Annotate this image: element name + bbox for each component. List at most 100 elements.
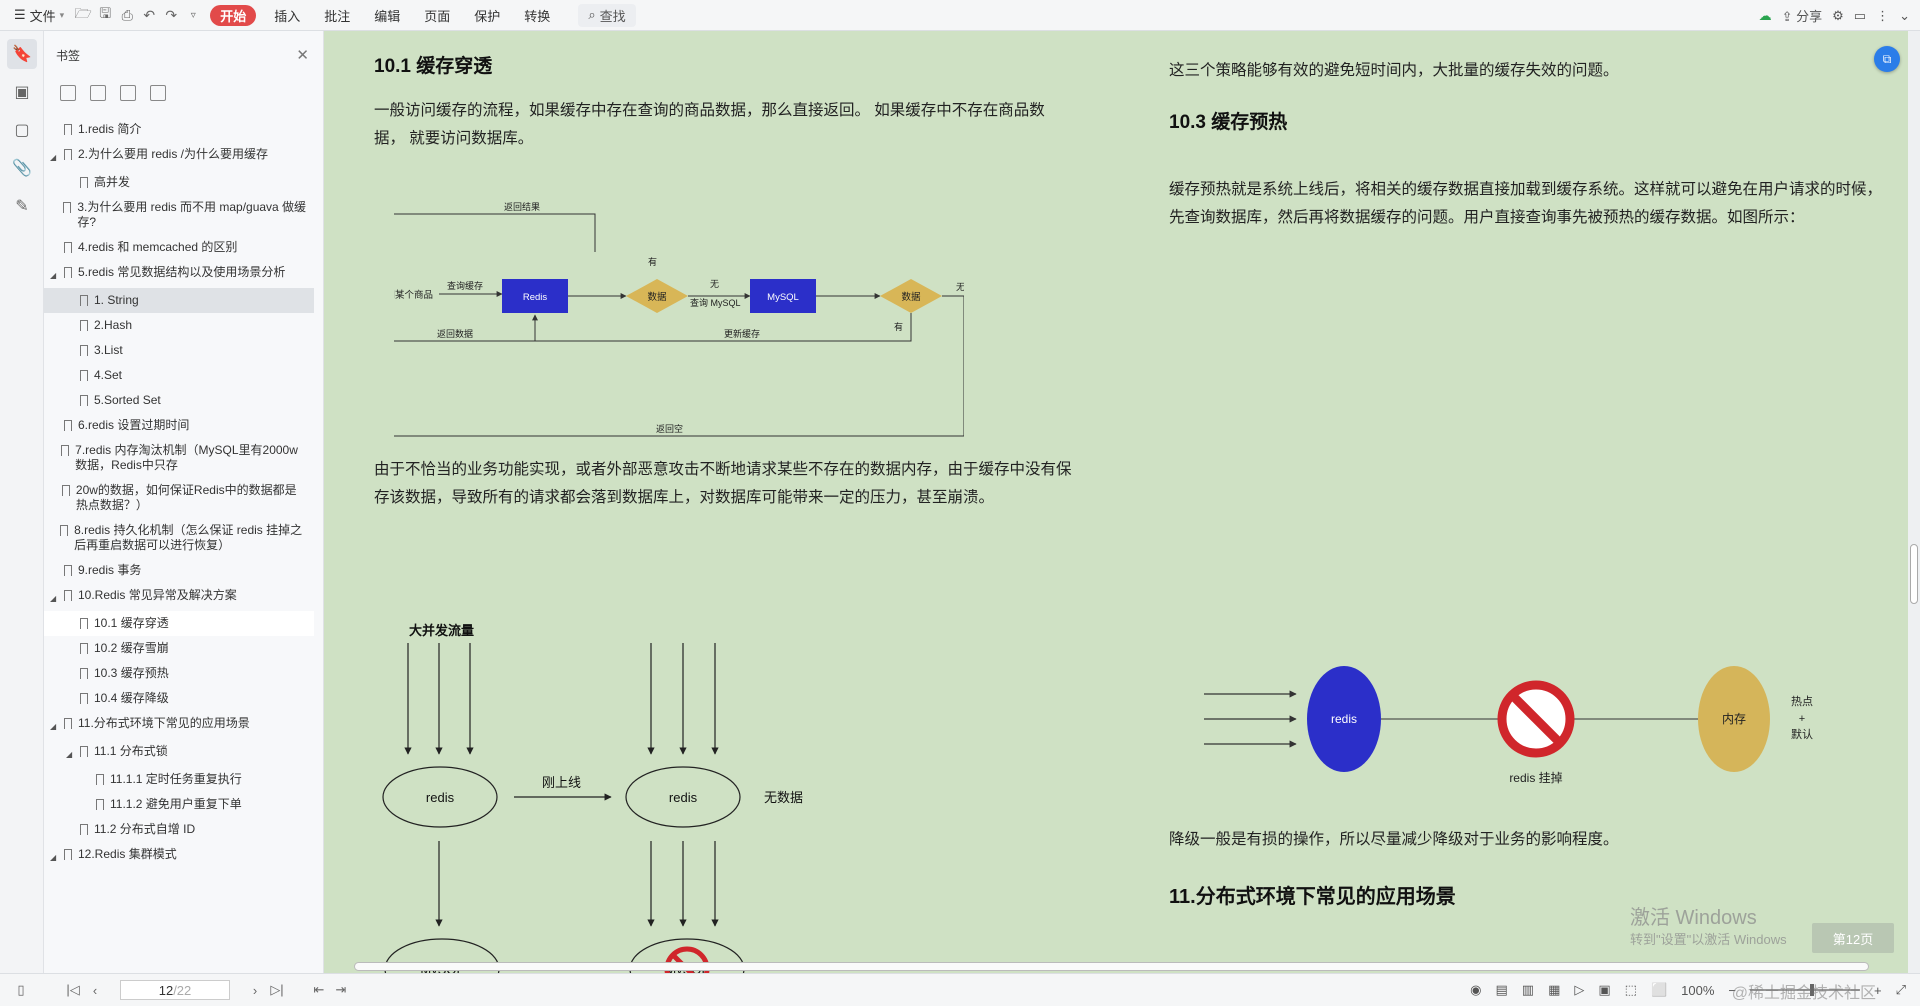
bookmark-item[interactable]: 1.redis 简介	[44, 117, 314, 142]
annotation-icon[interactable]: ▢	[14, 122, 30, 139]
bookmark-item[interactable]: ◢11.分布式环境下常见的应用场景	[44, 711, 314, 739]
back-icon[interactable]: ⇤	[313, 982, 325, 997]
menu-page[interactable]: 页面	[424, 8, 451, 24]
continuous-page-icon[interactable]: ▥	[1521, 982, 1535, 997]
bookmark-panel-icon[interactable]: 🔖	[7, 39, 37, 69]
bookmark-item[interactable]: 10.4 缓存降级	[44, 686, 314, 711]
bookmark-item[interactable]: 11.1.1 定时任务重复执行	[44, 767, 314, 792]
attachment-icon[interactable]: 📎	[12, 160, 32, 177]
bookmark-item[interactable]: 6.redis 设置过期时间	[44, 413, 314, 438]
first-page-icon[interactable]: |◁	[66, 982, 80, 997]
bookmark-item[interactable]: 5.Sorted Set	[44, 388, 314, 413]
toggle-sidebar-icon[interactable]: ▯	[17, 982, 25, 997]
prev-page-icon[interactable]: ‹	[92, 982, 98, 998]
close-icon[interactable]: ✕	[296, 47, 309, 64]
thumbnail-icon[interactable]: ▣	[14, 84, 30, 101]
floating-tool-button[interactable]: ⧉	[1874, 46, 1900, 72]
horizontal-scrollbar-thumb[interactable]	[354, 962, 1869, 971]
bookmark-label: 7.redis 内存淘汰机制（MySQL里有2000w数据，Redis中只存	[75, 443, 298, 472]
open-folder-icon[interactable]: 🗁	[74, 5, 92, 21]
horizontal-scrollbar[interactable]	[332, 960, 1892, 972]
bookmark-item[interactable]: 4.Set	[44, 363, 314, 388]
fullscreen-icon[interactable]: ⤢	[1895, 982, 1906, 997]
expand-arrow-icon[interactable]: ◢	[50, 153, 57, 162]
bookmark-item[interactable]: 10.2 缓存雪崩	[44, 636, 314, 661]
bookmark-item[interactable]: 2.Hash	[44, 313, 314, 338]
bookmark-item[interactable]: 10.3 缓存预热	[44, 661, 314, 686]
bookmark-label: 3.为什么要用 redis 而不用 map/guava 做缓存?	[77, 200, 307, 229]
bookmark-item[interactable]: 高并发	[44, 170, 314, 195]
search-button[interactable]: ⌕ 查找	[578, 3, 636, 27]
bookmark-item[interactable]: 9.redis 事务	[44, 558, 314, 583]
double-page-icon[interactable]: ▦	[1548, 982, 1561, 997]
menu-protect[interactable]: 保护	[474, 8, 501, 24]
collapse-icon[interactable]: ⌄	[1899, 7, 1910, 23]
more-icon[interactable]: ⋮	[1876, 7, 1890, 23]
label-has: 有	[648, 256, 657, 267]
bookmark-label: 10.3 缓存预热	[94, 666, 169, 680]
arrow-update-cache	[532, 313, 912, 342]
add-bookmark-icon[interactable]	[120, 85, 136, 101]
mysql-box	[750, 279, 816, 313]
bookmark-item[interactable]: ◢2.为什么要用 redis /为什么要用缓存	[44, 142, 314, 170]
vertical-scrollbar[interactable]	[1908, 31, 1920, 973]
signature-icon[interactable]: ✎	[15, 198, 29, 215]
bookmark-flag-icon	[80, 370, 88, 381]
eye-protection-icon[interactable]: ◉	[1470, 982, 1482, 997]
collapse-all-icon[interactable]	[90, 85, 106, 101]
page-number-input[interactable]: 12/22	[120, 980, 230, 1000]
expand-arrow-icon[interactable]: ◢	[66, 750, 73, 759]
heading-cache-warmup: 10.3 缓存预热	[1169, 112, 1288, 133]
undo-icon[interactable]: ↶	[143, 6, 156, 23]
print-icon[interactable]: ⎙	[121, 6, 133, 23]
actual-size-icon[interactable]: ▣	[1598, 982, 1611, 997]
redo-icon[interactable]: ↷	[165, 6, 178, 23]
zoom-out-icon[interactable]: −	[1728, 982, 1736, 998]
bookmark-item[interactable]: 7.redis 内存淘汰机制（MySQL里有2000w数据，Redis中只存	[44, 438, 314, 478]
bookmark-item[interactable]: 20w的数据，如何保证Redis中的数据都是热点数据？）	[44, 478, 314, 518]
more-dropdown-icon[interactable]: ▿	[190, 9, 196, 21]
last-page-icon[interactable]: ▷|	[270, 982, 284, 997]
bookmark-item[interactable]: ◢10.Redis 常见异常及解决方案	[44, 583, 314, 611]
settings-icon[interactable]: ⚙	[1832, 7, 1844, 23]
menu-edit[interactable]: 编辑	[374, 8, 401, 24]
vertical-scrollbar-thumb[interactable]	[1910, 544, 1918, 604]
file-menu[interactable]: ☰ 文件 ▾	[0, 6, 72, 25]
next-page-icon[interactable]: ›	[252, 982, 258, 998]
bookmark-item[interactable]: 1. String	[44, 288, 314, 313]
bookmark-item[interactable]: 4.redis 和 memcached 的区别	[44, 235, 314, 260]
bookmark-item[interactable]: 11.2 分布式自增 ID	[44, 817, 314, 842]
menu-insert[interactable]: 插入	[274, 8, 301, 24]
bookmark-item[interactable]: 3.为什么要用 redis 而不用 map/guava 做缓存?	[44, 195, 314, 235]
zoom-in-icon[interactable]: +	[1874, 982, 1882, 998]
fit-page-icon[interactable]: ⬚	[1624, 982, 1637, 997]
expand-arrow-icon[interactable]: ◢	[50, 853, 57, 862]
zoom-slider[interactable]	[1750, 984, 1860, 996]
forward-icon[interactable]: ⇥	[335, 982, 347, 997]
fit-width-icon[interactable]: ⬜	[1650, 982, 1668, 997]
bookmark-item[interactable]: ◢5.redis 常见数据结构以及使用场景分析	[44, 260, 314, 288]
cloud-sync-icon[interactable]: ☁	[1758, 7, 1772, 23]
share-button[interactable]: ⇪ 分享	[1782, 6, 1823, 25]
menu-comment[interactable]: 批注	[324, 8, 351, 24]
single-page-icon[interactable]: ▤	[1495, 982, 1508, 997]
bookmark-item[interactable]: 10.1 缓存穿透	[44, 611, 314, 636]
menu-convert[interactable]: 转换	[524, 8, 551, 24]
menu-start[interactable]: 开始	[210, 4, 257, 26]
expand-arrow-icon[interactable]: ◢	[50, 722, 57, 731]
expand-arrow-icon[interactable]: ◢	[50, 271, 57, 280]
zoom-level[interactable]: 100%	[1681, 982, 1715, 998]
bookmark-item[interactable]: 3.List	[44, 338, 314, 363]
bookmark-item[interactable]: ◢12.Redis 集群模式	[44, 842, 314, 870]
comment-icon[interactable]: ▭	[1853, 7, 1867, 23]
play-icon[interactable]: ▷	[1574, 982, 1585, 997]
save-icon[interactable]: 🖫	[99, 5, 112, 21]
bookmark-item[interactable]: 11.1.2 避免用户重复下单	[44, 792, 314, 817]
bookmark-item[interactable]: 8.redis 持久化机制（怎么保证 redis 挂掉之后再重启数据可以进行恢复…	[44, 518, 314, 558]
expand-arrow-icon[interactable]: ◢	[50, 594, 57, 603]
bookmark-icon[interactable]	[150, 85, 166, 101]
panel-toolbar	[44, 79, 323, 107]
redis-node-label: redis	[1331, 712, 1357, 726]
bookmark-item[interactable]: ◢11.1 分布式锁	[44, 739, 314, 767]
expand-all-icon[interactable]	[60, 85, 76, 101]
